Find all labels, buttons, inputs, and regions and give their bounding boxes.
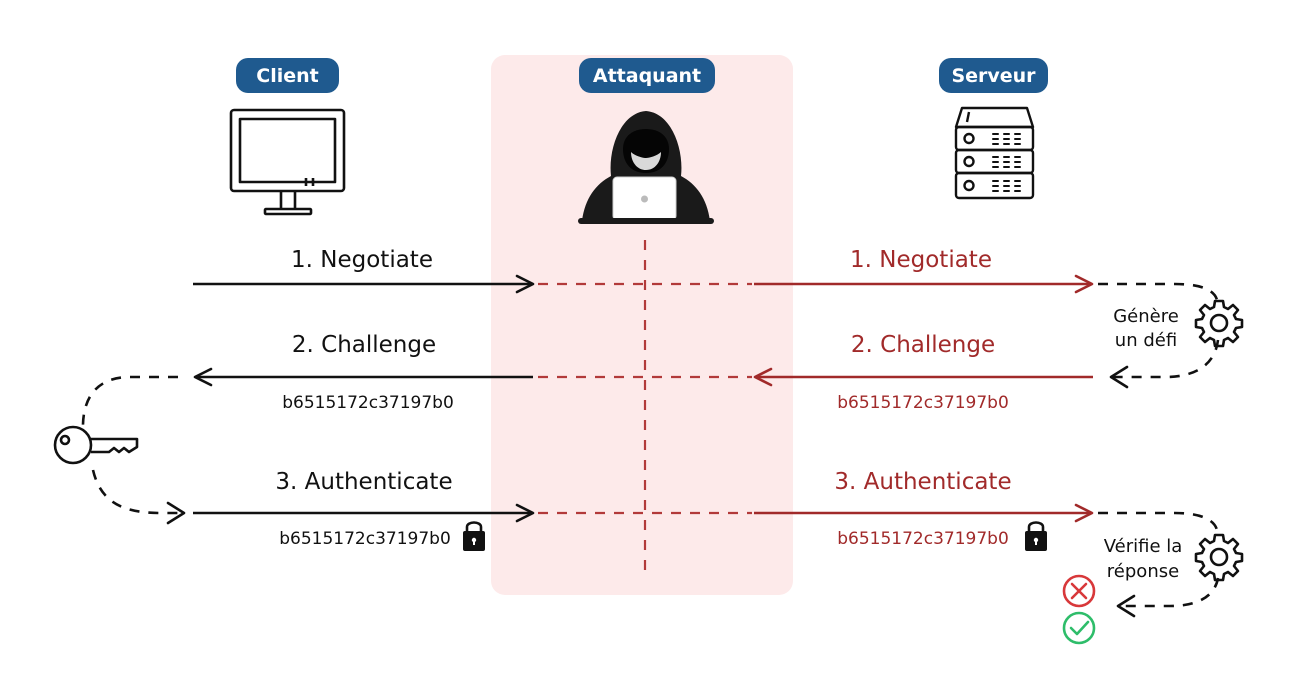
- gear-icon: [1194, 533, 1244, 582]
- server-pill: Serveur: [939, 58, 1048, 93]
- client-challenge-value: b6515172c37197b0: [282, 393, 454, 413]
- client-key-loop: [81, 375, 183, 515]
- hooded-hacker-icon: [578, 111, 714, 224]
- client-negotiate-label: 1. Negotiate: [291, 247, 433, 273]
- lock-icon: [463, 521, 485, 551]
- server-authenticate-label: 3. Authenticate: [834, 469, 1011, 495]
- client-pill: Client: [236, 58, 339, 93]
- server-authenticate-value: b6515172c37197b0: [837, 529, 1009, 549]
- client-authenticate-label: 3. Authenticate: [275, 469, 452, 495]
- verify-note-line1: Vérifie la: [1104, 536, 1183, 557]
- gear-icon: [1194, 299, 1244, 348]
- check-circle-icon: [1062, 611, 1096, 645]
- server-challenge-value: b6515172c37197b0: [837, 393, 1009, 413]
- generate-note-line1: Génère: [1113, 306, 1179, 327]
- server-label: Serveur: [951, 65, 1036, 87]
- generate-note-line2: un défi: [1115, 330, 1177, 351]
- server-generate-loop: [1098, 282, 1220, 379]
- attacker-zone: [491, 55, 793, 595]
- client-authenticate-value: b6515172c37197b0: [279, 529, 451, 549]
- monitor-icon: [229, 108, 346, 216]
- client-challenge-label: 2. Challenge: [292, 332, 436, 358]
- lock-icon: [1025, 521, 1047, 551]
- attacker-pill: Attaquant: [579, 58, 715, 93]
- generate-loop-arrowhead: [1109, 365, 1129, 389]
- server-rack-icon: [954, 106, 1035, 200]
- relay-dashes: [538, 282, 752, 515]
- verify-loop-arrowhead: [1116, 594, 1136, 618]
- verify-note-line2: réponse: [1107, 561, 1179, 582]
- key-icon: [53, 425, 139, 465]
- attacker-label: Attaquant: [593, 65, 701, 87]
- server-challenge-label: 2. Challenge: [851, 332, 995, 358]
- client-label: Client: [256, 65, 318, 87]
- key-loop-arrowhead: [166, 501, 186, 525]
- x-circle-icon: [1062, 574, 1096, 608]
- server-verify-loop: [1098, 511, 1220, 608]
- server-negotiate-label: 1. Negotiate: [850, 247, 992, 273]
